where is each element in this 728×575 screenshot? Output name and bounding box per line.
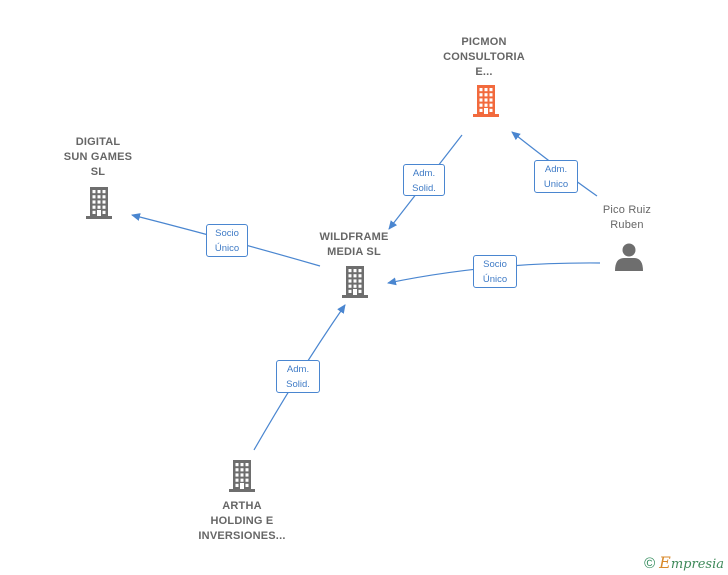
building-icon[interactable] bbox=[229, 460, 255, 492]
brand-logo-initial: E bbox=[659, 553, 671, 572]
node-label-picmon[interactable]: PICMON CONSULTORIA E... bbox=[443, 35, 525, 78]
node-label-digital[interactable]: DIGITAL SUN GAMES SL bbox=[63, 135, 133, 178]
node-label-pico[interactable]: Pico Ruiz Ruben bbox=[602, 204, 652, 231]
node-label-wildframe[interactable]: WILDFRAME MEDIA SL bbox=[319, 231, 389, 258]
building-icon[interactable] bbox=[86, 187, 112, 219]
edge-label-wildframe-digital[interactable]: Socio Único bbox=[206, 224, 248, 257]
building-icon[interactable] bbox=[342, 266, 368, 298]
edge-label-picmon-wildframe[interactable]: Adm. Solid. bbox=[403, 164, 445, 196]
copyright-symbol: © bbox=[644, 555, 656, 572]
person-icon[interactable] bbox=[615, 243, 643, 272]
brand-name: mpresia bbox=[670, 557, 724, 572]
edge-label-pico-wildframe[interactable]: Socio Único bbox=[473, 255, 517, 288]
footer-brand[interactable]: ©Empresia bbox=[644, 553, 724, 572]
edge-label-artha-wildframe[interactable]: Adm. Solid. bbox=[276, 360, 320, 393]
node-label-artha[interactable]: ARTHA HOLDING E INVERSIONES... bbox=[198, 499, 286, 542]
edge-label-pico-picmon[interactable]: Adm. Unico bbox=[534, 160, 578, 193]
building-icon[interactable] bbox=[473, 85, 499, 117]
